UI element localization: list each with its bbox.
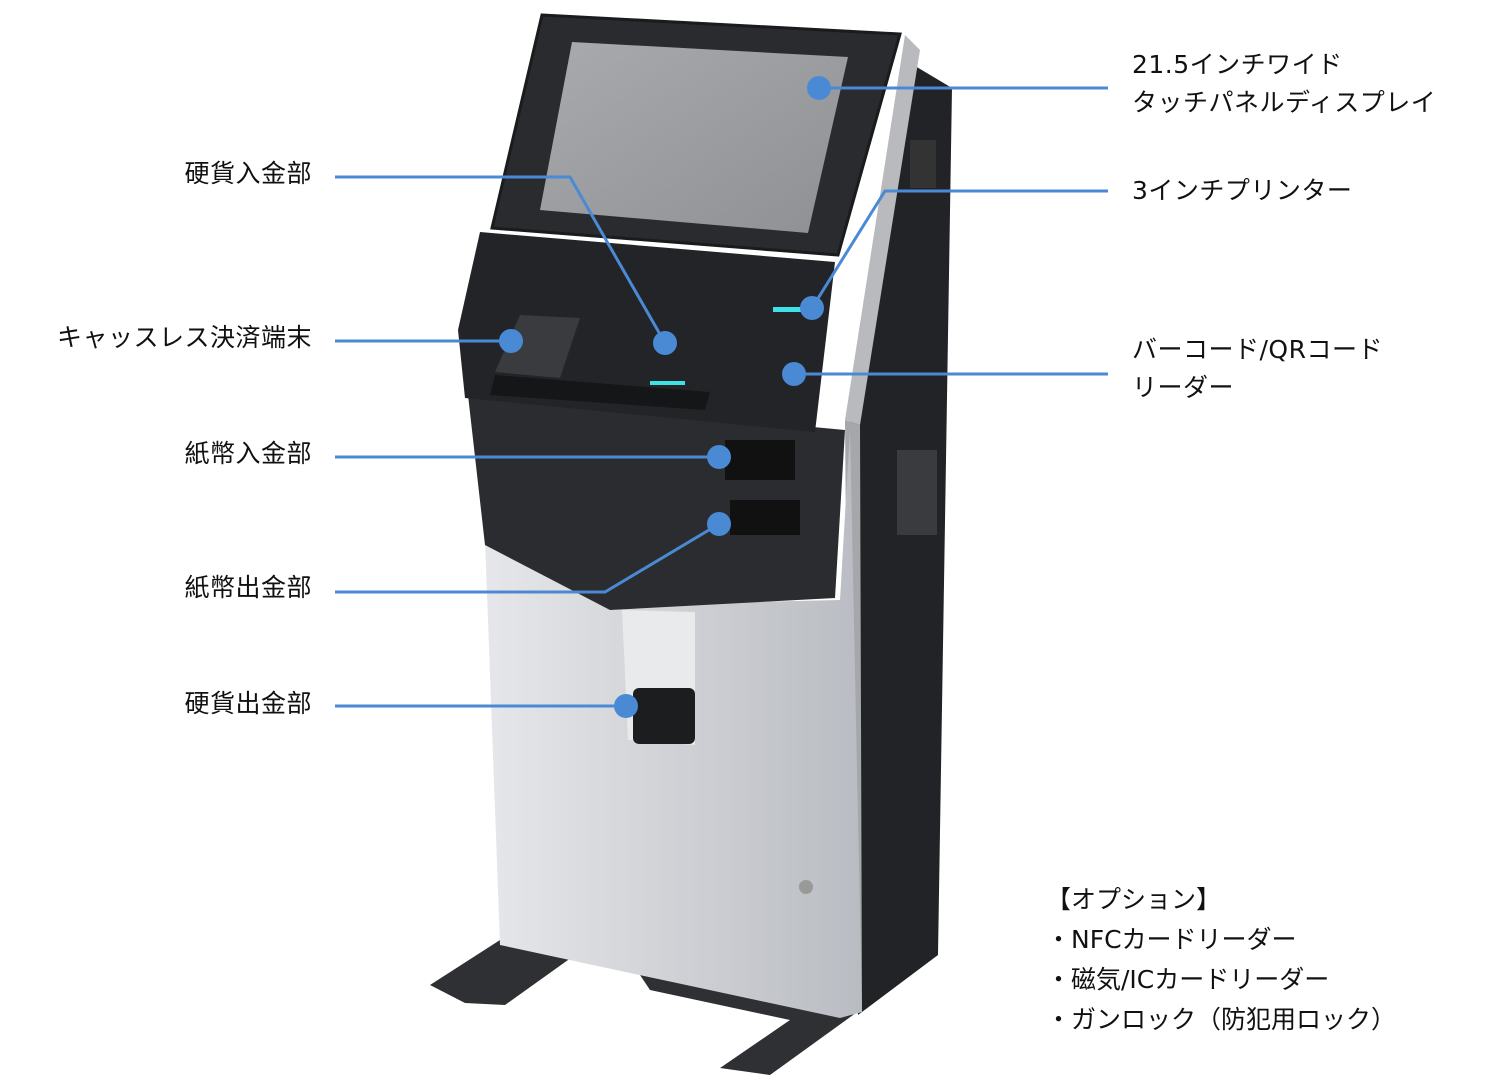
label-display-line1: 21.5インチワイド [1132,50,1343,79]
label-display: 21.5インチワイド タッチパネルディスプレイ [1132,46,1436,122]
option-item: ・NFCカードリーダー [1046,925,1297,954]
options-title: 【オプション】 [1046,885,1222,914]
right-foot [640,975,860,1075]
leader-dots [499,76,831,718]
label-coin-in: 硬貨入金部 [184,159,312,188]
label-coin-out: 硬貨出金部 [184,689,312,718]
options-list: 【オプション】 ・NFCカードリーダー ・磁気/ICカードリーダー ・ガンロック… [1046,880,1396,1040]
leader-lines [335,86,1108,708]
label-bill-out: 紙幣出金部 [184,573,312,602]
label-barcode: バーコード/QRコード リーダー [1132,331,1383,407]
touch-screen [540,42,848,233]
label-barcode-line2: リーダー [1132,373,1235,402]
bill-slot-out [730,500,800,535]
label-bill-in: 紙幣入金部 [184,439,312,468]
side-panel [850,60,952,1015]
bill-slot-in [725,440,795,480]
silver-edge [845,35,920,425]
label-printer: 3インチプリンター [1132,176,1353,205]
label-cashless: キャッスレス決済端末 [56,323,312,352]
label-barcode-line1: バーコード/QRコード [1132,335,1383,364]
option-item: ・磁気/ICカードリーダー [1046,965,1330,994]
label-display-line2: タッチパネルディスプレイ [1132,88,1437,117]
option-item: ・ガンロック（防犯用ロック） [1046,1005,1397,1034]
left-foot [430,940,575,1005]
